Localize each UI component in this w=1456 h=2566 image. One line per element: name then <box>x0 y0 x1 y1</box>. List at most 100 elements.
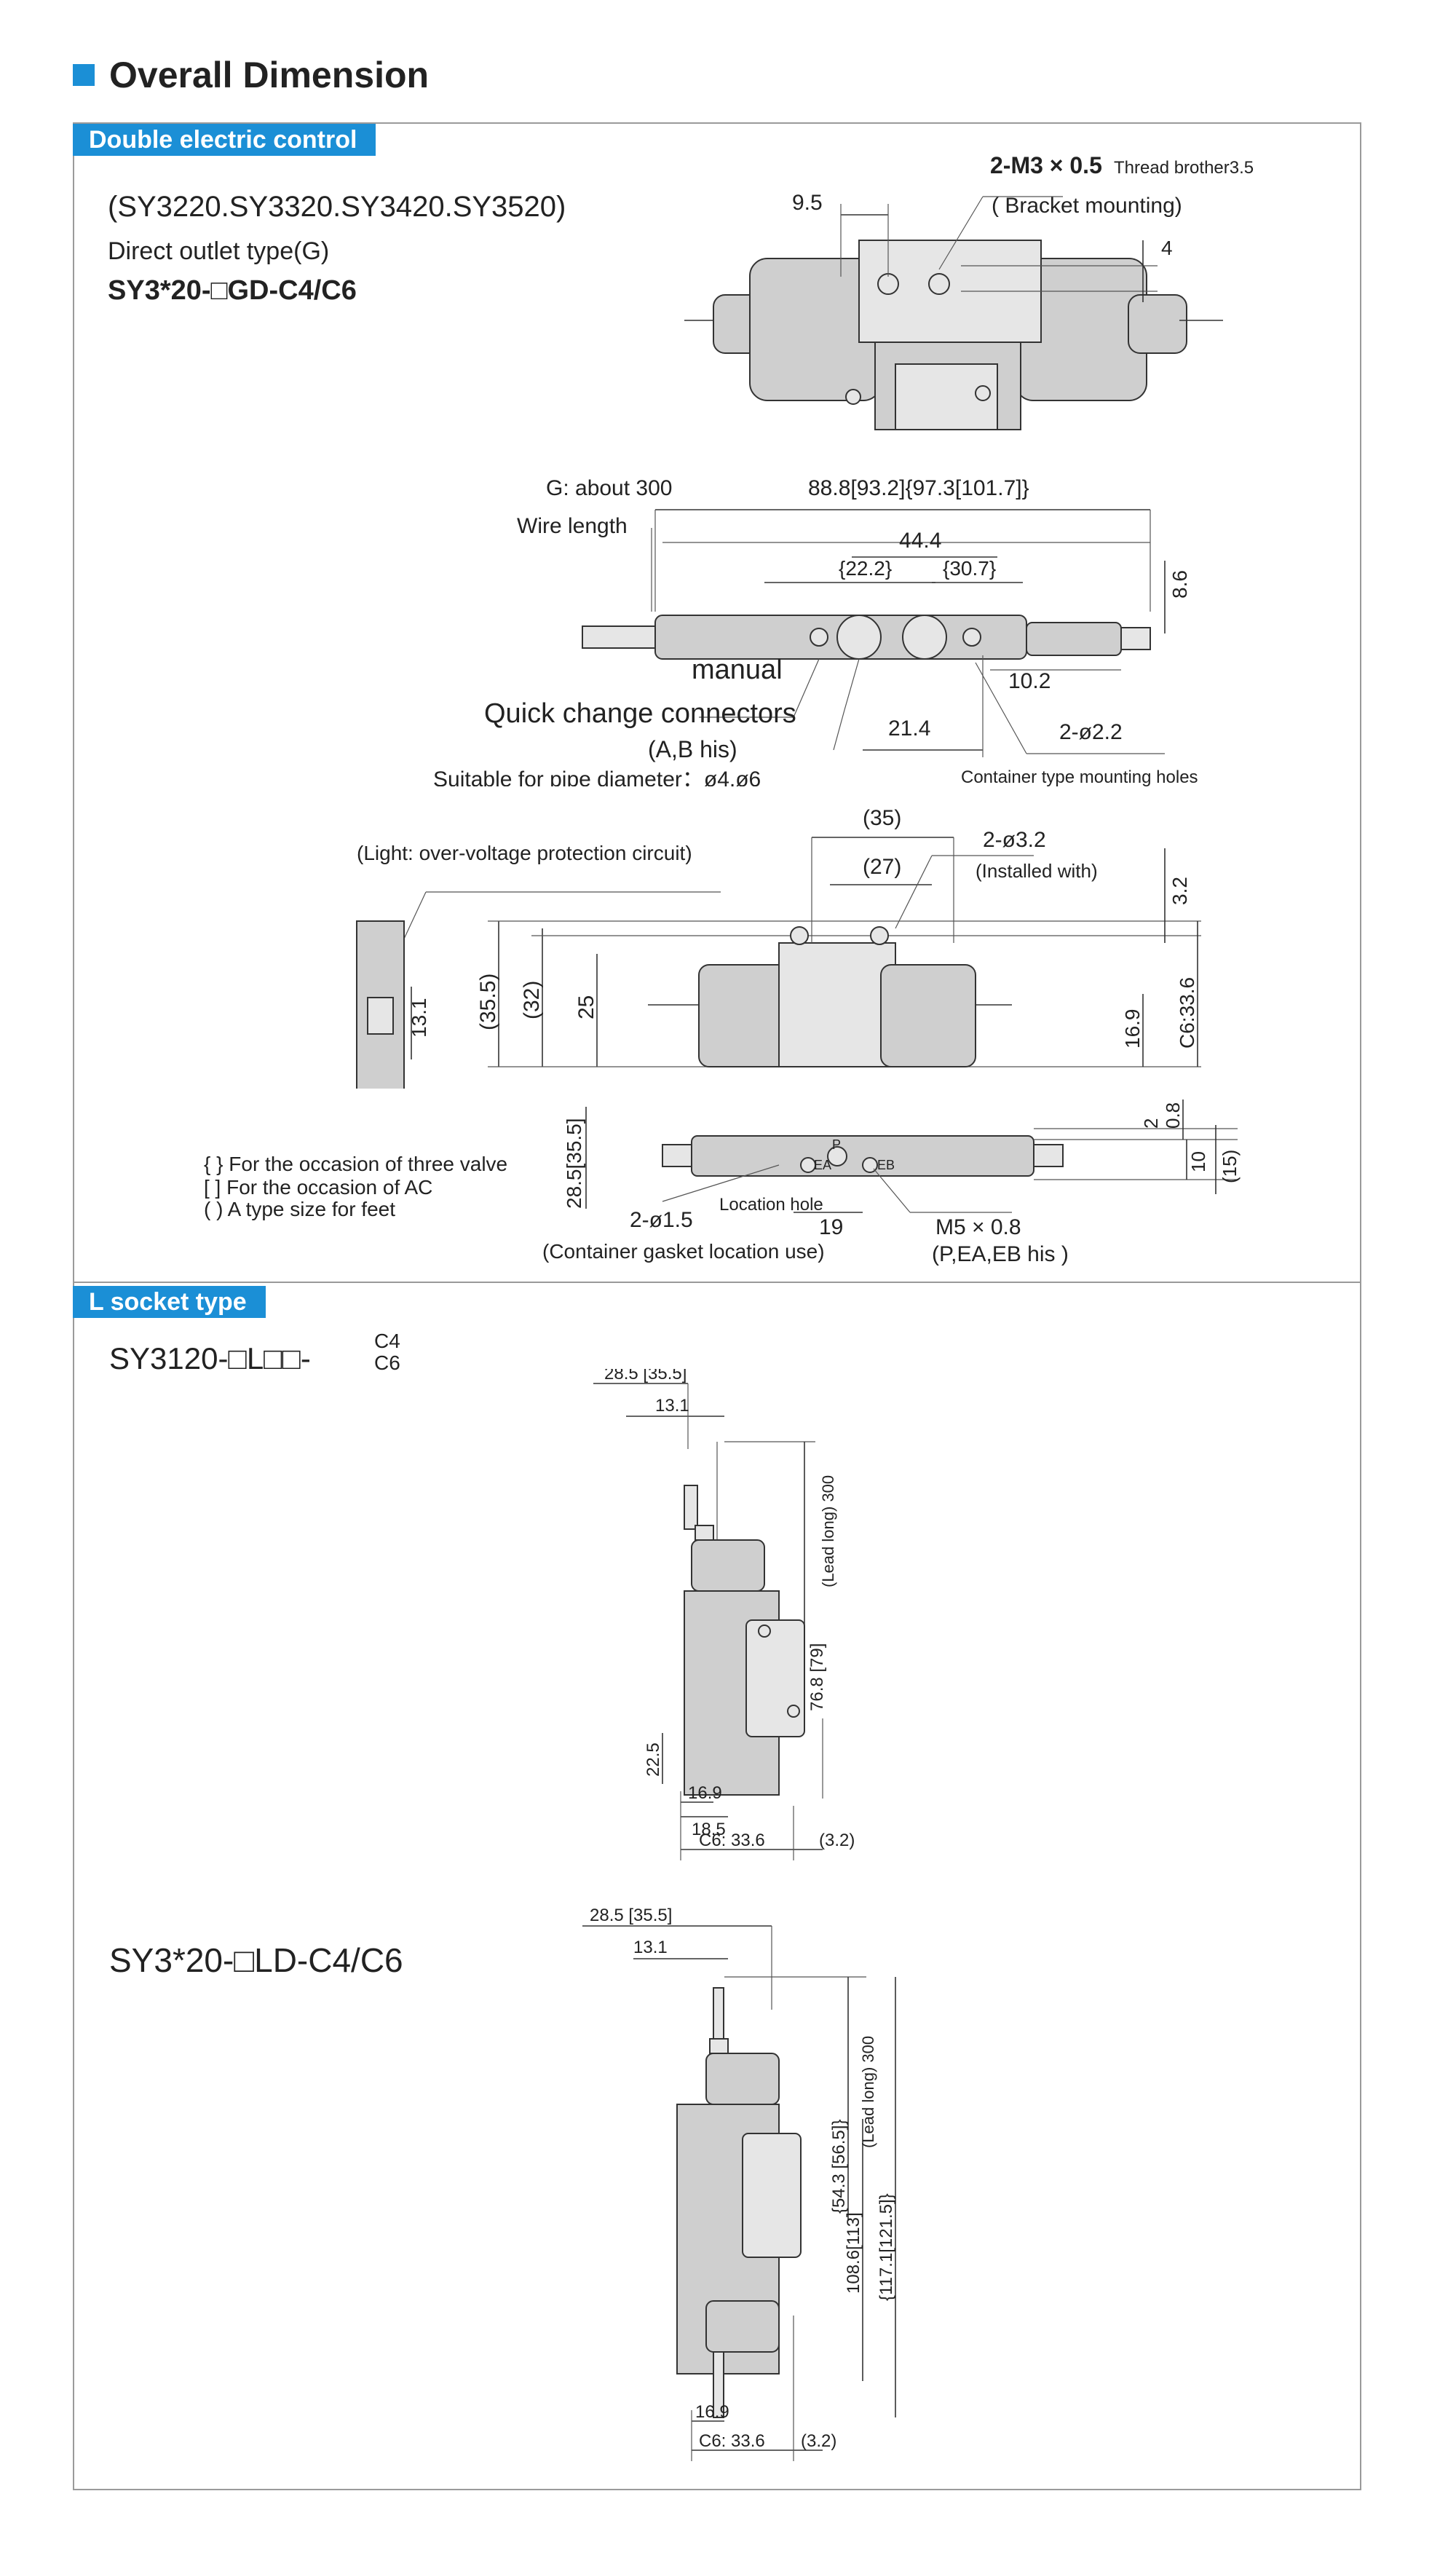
ab-label: (A,B his) <box>648 736 737 762</box>
connector-plug <box>695 1525 714 1541</box>
tab-l-socket-type: L socket type <box>73 1286 266 1318</box>
top-view-drawing: 9.5 2-M3 × 0.5 Thread brother3.5 ( Brack… <box>684 152 1254 430</box>
valve-body <box>778 942 896 1067</box>
dim-g300: G: about 300 <box>546 476 672 500</box>
dim-108.6: 108.6[113] <box>844 2212 863 2294</box>
note-three-valve: { } For the occasion of three valve <box>204 1153 507 1175</box>
port-p-label: P <box>832 1137 841 1152</box>
leader-2.2 <box>975 662 1027 754</box>
solenoid-coil-top <box>705 2053 780 2105</box>
dim-44.4: 44.4 <box>899 529 941 553</box>
port-eb-label: EB <box>877 1158 895 1172</box>
dim-28.5: 28.5 [35.5] <box>604 1369 687 1383</box>
dim-13.1: 13.1 <box>408 998 430 1038</box>
leader-location <box>662 1164 780 1202</box>
dim-4: 4 <box>1161 237 1173 259</box>
dim-35.5: (35.5) <box>476 974 500 1030</box>
leader-manual <box>793 658 820 718</box>
lead-wire-top <box>713 1987 724 2040</box>
dim-m5: M5 × 0.8 <box>935 1215 1021 1239</box>
dim-19: 19 <box>819 1215 843 1239</box>
dim-22.2: {22.2} <box>839 557 892 580</box>
dim-30.7: {30.7} <box>943 557 996 580</box>
model-code: SY3*20-□GD-C4/C6 <box>108 275 357 306</box>
leader-quick <box>833 709 845 751</box>
quick-change-label: Quick change connectors <box>484 698 796 729</box>
mount-hole-right <box>928 273 950 295</box>
light-note: (Light: over-voltage protection circuit) <box>357 842 692 864</box>
title-square-icon <box>73 64 95 86</box>
port-his-label: (P,EA,EB his ) <box>932 1242 1069 1266</box>
l-code-c4: C4 <box>374 1330 400 1352</box>
dim-18.5: 18.5 <box>692 1820 726 1839</box>
dim-length: 88.8[93.2]{97.3[101.7]} <box>808 476 1029 500</box>
coil-right <box>1128 294 1187 354</box>
dim-28.5: 28.5[35.5] <box>563 1118 585 1209</box>
bolt-bottom <box>787 1705 800 1718</box>
bolt-left <box>845 389 861 405</box>
leader-3.2 <box>895 855 933 929</box>
manual-label: manual <box>692 655 783 685</box>
solenoid-coil-bottom <box>705 2300 780 2353</box>
dim-0.8: 0.8 <box>1162 1102 1184 1129</box>
gasket-note: (Container gasket location use) <box>542 1240 825 1263</box>
coil-right <box>1026 622 1122 656</box>
dim-13.1: 13.1 <box>655 1396 689 1416</box>
wire-length: Wire length <box>517 514 628 538</box>
mount-hole-left <box>790 926 809 945</box>
lead-wire-bottom <box>713 2351 724 2418</box>
pipe-label: Suitable for pipe diameter：ø4,ø6 <box>433 767 761 786</box>
bolt-top <box>758 1625 771 1638</box>
port-ea-label: EA <box>814 1158 831 1172</box>
dim-c6: C6:33.6 <box>1176 977 1198 1049</box>
dim-27: (27) <box>863 855 901 879</box>
mount-hole-icon <box>962 628 981 647</box>
dim-16.9: 16.9 <box>688 1783 722 1803</box>
dim-16.9: 16.9 <box>695 2402 729 2422</box>
bracket <box>742 2133 802 2258</box>
thread-note: Thread brother3.5 <box>1114 158 1254 178</box>
dim-9.5: 9.5 <box>792 191 823 215</box>
dim-32: (32) <box>520 981 544 1019</box>
light-window <box>367 997 394 1035</box>
model-list: (SY3220.SY3320.SY3420.SY3520) <box>108 191 566 223</box>
manual-button-icon <box>810 628 828 647</box>
lead-wire <box>684 1485 698 1530</box>
dim-2-2.2: 2-ø2.2 <box>1059 720 1123 744</box>
dim-c6: C6: 33.6 <box>699 2431 765 2451</box>
bracket <box>745 1619 805 1737</box>
bracket-note: ( Bracket mounting) <box>992 194 1182 218</box>
dim-13.1: 13.1 <box>633 1938 668 1957</box>
dim-35: (35) <box>863 806 901 830</box>
bottom-view-drawing: { } For the occasion of three valve [ ] … <box>204 1100 1241 1266</box>
port-p-icon <box>827 1146 847 1166</box>
mount-hole-left <box>877 273 899 295</box>
tab-double-electric-control: Double electric control <box>73 124 376 156</box>
dim-117.1: {117.1[121.5]} <box>877 2193 896 2301</box>
installed-note: (Installed with) <box>976 860 1098 882</box>
dim-2-1.5: 2-ø1.5 <box>630 1208 693 1232</box>
port-a-icon <box>836 615 882 660</box>
leader-quick <box>844 658 860 711</box>
note-feet: ( ) A type size for feet <box>204 1198 395 1220</box>
location-hole-label: Location hole <box>719 1195 823 1215</box>
l-socket-drawing-1: 28.5 [35.5] 13.1 (Lead long) 300 76.8 [7… <box>593 1369 855 1860</box>
leader-m5 <box>873 1168 911 1213</box>
valve-body-bottom <box>691 1135 1034 1177</box>
l-code-c6: C6 <box>374 1351 400 1374</box>
outlet-type: Direct outlet type(G) <box>108 237 330 265</box>
side-view-drawing: (Light: over-voltage protection circuit)… <box>356 806 1201 1089</box>
l-socket-drawing-2: 28.5 [35.5] 13.1 (Lead long) 300 {54.3 [… <box>582 1908 896 2461</box>
dim-8.6: 8.6 <box>1168 570 1191 599</box>
mount-hole-right <box>870 926 889 945</box>
port-ea-icon <box>800 1157 816 1173</box>
lead-note: (Lead long) 300 <box>859 2036 877 2148</box>
leader-m3 <box>938 196 984 270</box>
port-b-icon <box>902 615 947 660</box>
front-view-drawing: G: about 300 Wire length 88.8[93.2]{97.3… <box>433 476 1198 786</box>
dim-76.8: 76.8 [79] <box>807 1643 827 1711</box>
wire-right <box>1033 1144 1064 1167</box>
dim-25: 25 <box>574 995 598 1019</box>
bolt-right <box>975 385 991 401</box>
wire-right <box>1120 627 1151 650</box>
